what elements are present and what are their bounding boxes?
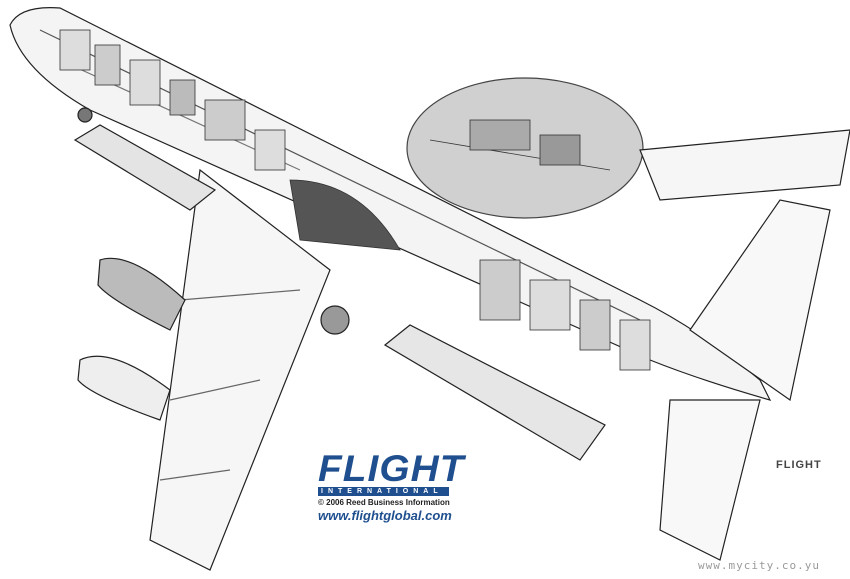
flight-international-logo: FLIGHT INTERNATIONAL © 2006 Reed Busines… (318, 450, 464, 523)
website-link[interactable]: www.flightglobal.com (318, 508, 452, 523)
vertical-stabilizer (689, 199, 831, 402)
main-landing-gear (320, 305, 350, 335)
tail-logo: FLIGHT (776, 459, 822, 471)
horizontal-stabilizer (659, 399, 761, 561)
right-wing (639, 129, 850, 201)
fuel-detail-panel (73, 124, 217, 211)
engine-upper (97, 257, 186, 331)
left-wing (149, 168, 331, 571)
logo-brand: FLIGHT (318, 448, 465, 489)
underfloor-detail-panel (383, 324, 606, 461)
watermark: www.mycity.co.yu (698, 559, 820, 572)
cabin-interior (59, 29, 651, 371)
engine-lower (77, 355, 171, 421)
logo-subtitle: INTERNATIONAL (318, 487, 449, 496)
copyright-text: © 2006 Reed Business Information (318, 498, 450, 507)
